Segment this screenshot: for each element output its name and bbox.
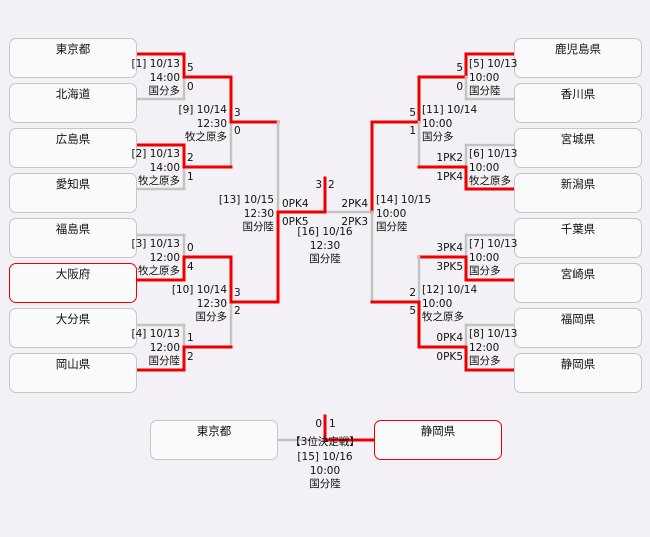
match-venue: 国分陸	[309, 478, 341, 490]
score: 2PK3	[341, 216, 368, 228]
score: 0PK4	[436, 332, 463, 344]
match-time: 12:30	[196, 297, 227, 310]
match-time: 12:30	[243, 207, 274, 220]
match-number-date: [15] 10/16	[297, 451, 353, 463]
score: 3	[234, 287, 241, 299]
match-venue: 国分陸	[148, 355, 181, 367]
match-venue: 国分多	[422, 131, 454, 143]
score: 1PK4	[436, 171, 463, 183]
score: 5	[187, 62, 194, 74]
match-number-date: [10] 10/14	[171, 284, 227, 296]
score: 2	[234, 305, 241, 317]
match-time: 10:00	[376, 207, 407, 220]
match-time: 12:00	[149, 251, 180, 264]
match-time: 14:00	[149, 161, 180, 174]
team-box-right[interactable]: 福岡県	[514, 308, 642, 348]
match-number-date: [9] 10/14	[178, 104, 227, 116]
score: 5	[409, 305, 416, 317]
match-number-date: [5] 10/13	[469, 58, 518, 70]
match-time: 10:00	[422, 297, 453, 310]
match-number-date: [1] 10/13	[131, 58, 180, 70]
team-box-left[interactable]: 北海道	[9, 83, 137, 123]
team-box-left[interactable]: 大阪府	[9, 263, 137, 303]
team-box-right[interactable]: 宮崎県	[514, 263, 642, 303]
match-venue: 牧之原多	[469, 175, 511, 187]
third-place-title: 【3位決定戦】	[290, 436, 360, 448]
team-box-left[interactable]: 福島県	[9, 218, 137, 258]
match-time: 10:00	[469, 161, 500, 174]
third-place-score-left: 0	[315, 418, 322, 430]
match-time: 10:00	[469, 71, 500, 84]
score: 2PK4	[341, 198, 368, 210]
score: 5	[409, 107, 416, 119]
match-time: 10:00	[422, 117, 453, 130]
team-box-left[interactable]: 愛知県	[9, 173, 137, 213]
score: 1	[187, 332, 194, 344]
score: 2	[187, 351, 194, 363]
match-venue: 牧之原多	[138, 175, 180, 187]
team-box-left[interactable]: 東京都	[9, 38, 137, 78]
third-place-team-left[interactable]: 東京都	[150, 420, 278, 460]
team-box-right[interactable]: 静岡県	[514, 353, 642, 393]
match-number-date: [8] 10/13	[469, 328, 518, 340]
score: 0PK5	[282, 216, 309, 228]
match-venue: 国分陸	[376, 221, 408, 233]
match-number-date: [2] 10/13	[131, 148, 180, 160]
team-box-right[interactable]: 鹿児島県	[514, 38, 642, 78]
match-time: 14:00	[149, 71, 180, 84]
team-box-right[interactable]: 香川県	[514, 83, 642, 123]
match-time: 10:00	[469, 251, 500, 264]
final-score-left: 3	[315, 179, 322, 191]
third-place-score-right: 1	[329, 418, 336, 430]
match-time: 12:30	[309, 239, 341, 252]
match-venue: 牧之原多	[138, 265, 180, 277]
score: 0PK4	[282, 198, 309, 210]
score: 3PK5	[436, 261, 463, 273]
match-number-date: [3] 10/13	[131, 238, 180, 250]
match-number-date: [7] 10/13	[469, 238, 518, 250]
match-venue: 牧之原多	[422, 311, 464, 323]
team-box-right[interactable]: 新潟県	[514, 173, 642, 213]
match-venue: 国分多	[469, 265, 501, 277]
match-number-date: [4] 10/13	[131, 328, 180, 340]
score: 3PK4	[436, 242, 463, 254]
match-number-date: [14] 10/15	[376, 194, 432, 206]
final-score-right: 2	[328, 179, 335, 191]
score: 0	[187, 242, 194, 254]
team-box-right[interactable]: 宮城県	[514, 128, 642, 168]
third-place-team-right[interactable]: 静岡県	[374, 420, 502, 460]
score: 1PK2	[436, 152, 463, 164]
team-box-left[interactable]: 岡山県	[9, 353, 137, 393]
match-number-date: [13] 10/15	[218, 194, 274, 206]
score: 2	[409, 287, 416, 299]
match-venue: 国分陸	[242, 221, 275, 233]
match-time: 12:30	[196, 117, 227, 130]
match-time: 12:00	[469, 341, 500, 354]
match-venue: 国分多	[469, 355, 501, 367]
match-venue: 国分多	[148, 85, 181, 97]
score: 5	[456, 62, 463, 74]
team-box-left[interactable]: 広島県	[9, 128, 137, 168]
match-venue: 国分多	[195, 311, 228, 323]
team-box-right[interactable]: 千葉県	[514, 218, 642, 258]
score: 0	[234, 125, 241, 137]
score: 0PK5	[436, 351, 463, 363]
match-venue: 国分陸	[469, 85, 501, 97]
match-number-date: [16] 10/16	[297, 226, 353, 238]
match-venue: 牧之原多	[185, 131, 227, 143]
match-number-date: [11] 10/14	[422, 104, 478, 116]
match-time: 10:00	[309, 464, 341, 477]
team-box-left[interactable]: 大分県	[9, 308, 137, 348]
match-number-date: [6] 10/13	[469, 148, 518, 160]
match-number-date: [12] 10/14	[422, 284, 478, 296]
score: 1	[409, 125, 416, 137]
score: 1	[187, 171, 194, 183]
score: 3	[234, 107, 241, 119]
score: 0	[456, 81, 463, 93]
match-time: 12:00	[149, 341, 180, 354]
score: 0	[187, 81, 194, 93]
score: 4	[187, 261, 194, 273]
score: 2	[187, 152, 194, 164]
match-venue: 国分陸	[309, 253, 341, 265]
